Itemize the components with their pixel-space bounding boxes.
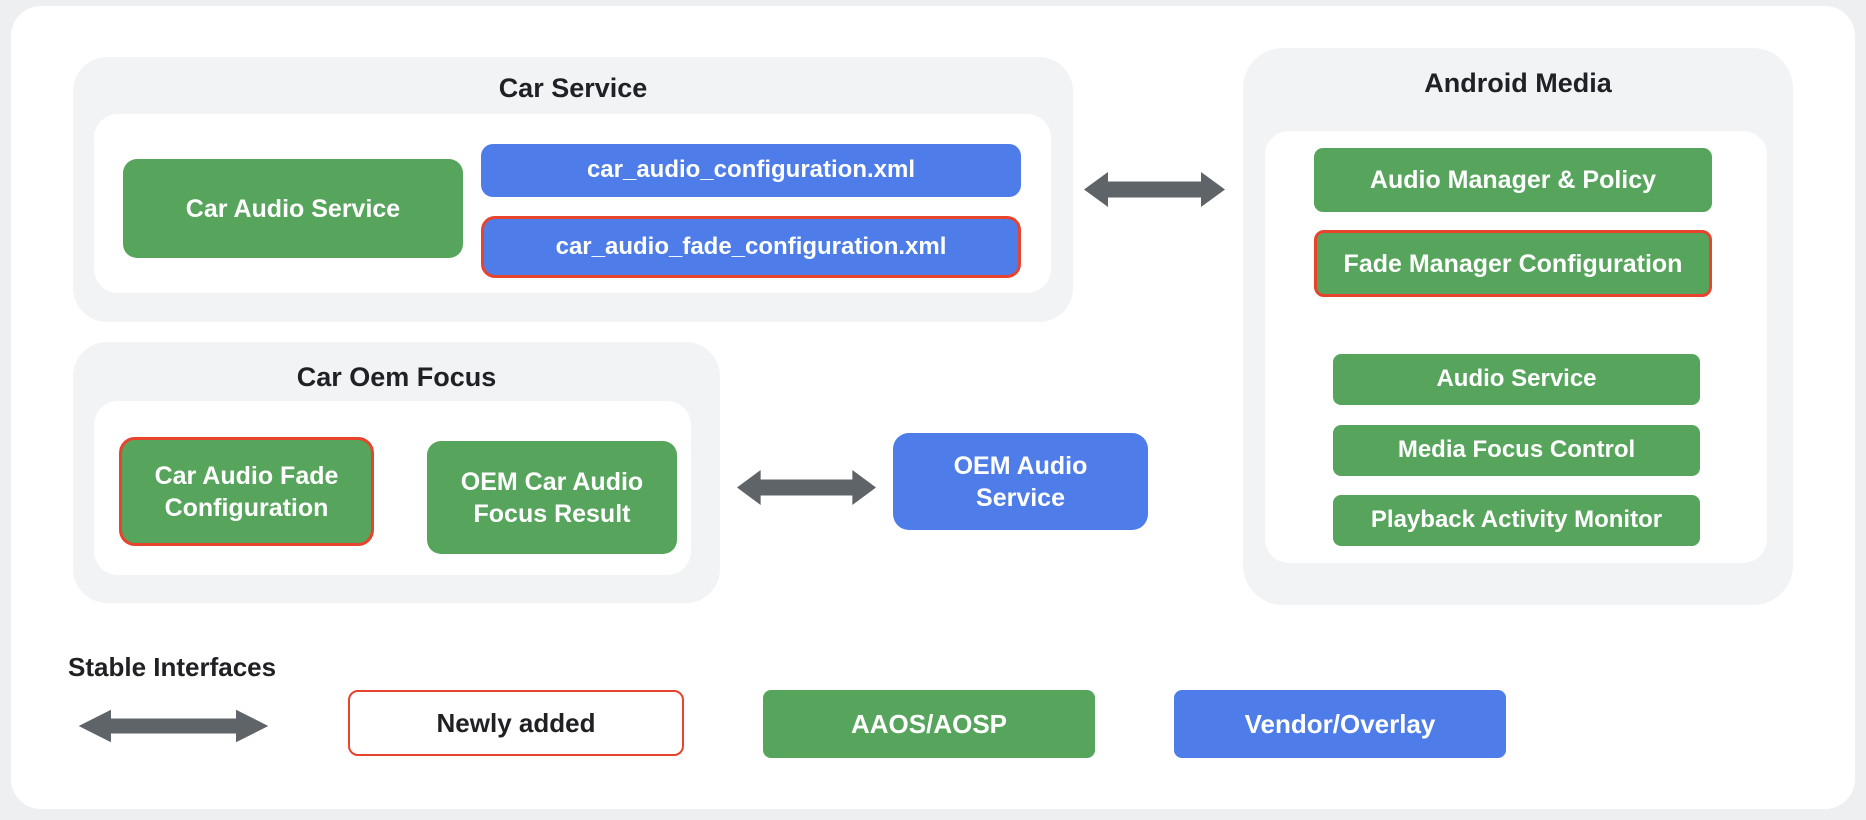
car-service-android-media-arrow-icon <box>1082 168 1227 211</box>
audio-manager-policy-box: Audio Manager & Policy <box>1314 148 1712 212</box>
car-service-title: Car Service <box>498 73 648 103</box>
legend-aaos-aosp-box: AAOS/AOSP <box>763 690 1095 758</box>
car-service-inner-container: Car Audio Service car_audio_configuratio… <box>94 114 1051 293</box>
car-service-group: Car Service Car Audio Service car_audio_… <box>73 57 1073 322</box>
legend-vendor-overlay-box: Vendor/Overlay <box>1174 690 1506 758</box>
legend-newly-added-box: Newly added <box>348 690 684 756</box>
android-media-inner-container: Audio Manager & Policy Fade Manager Conf… <box>1265 131 1767 563</box>
media-focus-control-box: Media Focus Control <box>1333 425 1700 476</box>
fade-manager-configuration-box: Fade Manager Configuration <box>1314 230 1712 297</box>
stable-interfaces-arrow-icon <box>76 706 271 746</box>
android-media-group: Android Media Audio Manager & Policy Fad… <box>1243 48 1793 605</box>
car-oem-focus-group: Car Oem Focus Car Audio Fade Configurati… <box>73 342 720 603</box>
android-media-title: Android Media <box>1424 68 1612 98</box>
car-oem-focus-title: Car Oem Focus <box>296 362 497 392</box>
stable-interfaces-label: Stable Interfaces <box>68 652 277 682</box>
car-oem-focus-oem-audio-service-arrow-icon <box>735 466 878 509</box>
audio-service-box: Audio Service <box>1333 354 1700 405</box>
car-audio-fade-configuration-box: Car Audio Fade Configuration <box>119 437 374 546</box>
oem-car-audio-focus-result-box: OEM Car Audio Focus Result <box>427 441 677 554</box>
car-audio-fade-configuration-xml-box: car_audio_fade_configuration.xml <box>481 216 1021 278</box>
oem-audio-service-box: OEM Audio Service <box>893 433 1148 530</box>
playback-activity-monitor-box: Playback Activity Monitor <box>1333 495 1700 546</box>
car-audio-service-box: Car Audio Service <box>123 159 463 258</box>
diagram-card: Car Service Car Audio Service car_audio_… <box>11 6 1855 809</box>
car-audio-configuration-xml-box: car_audio_configuration.xml <box>481 144 1021 197</box>
car-oem-focus-inner-container: Car Audio Fade Configuration OEM Car Aud… <box>94 401 691 575</box>
